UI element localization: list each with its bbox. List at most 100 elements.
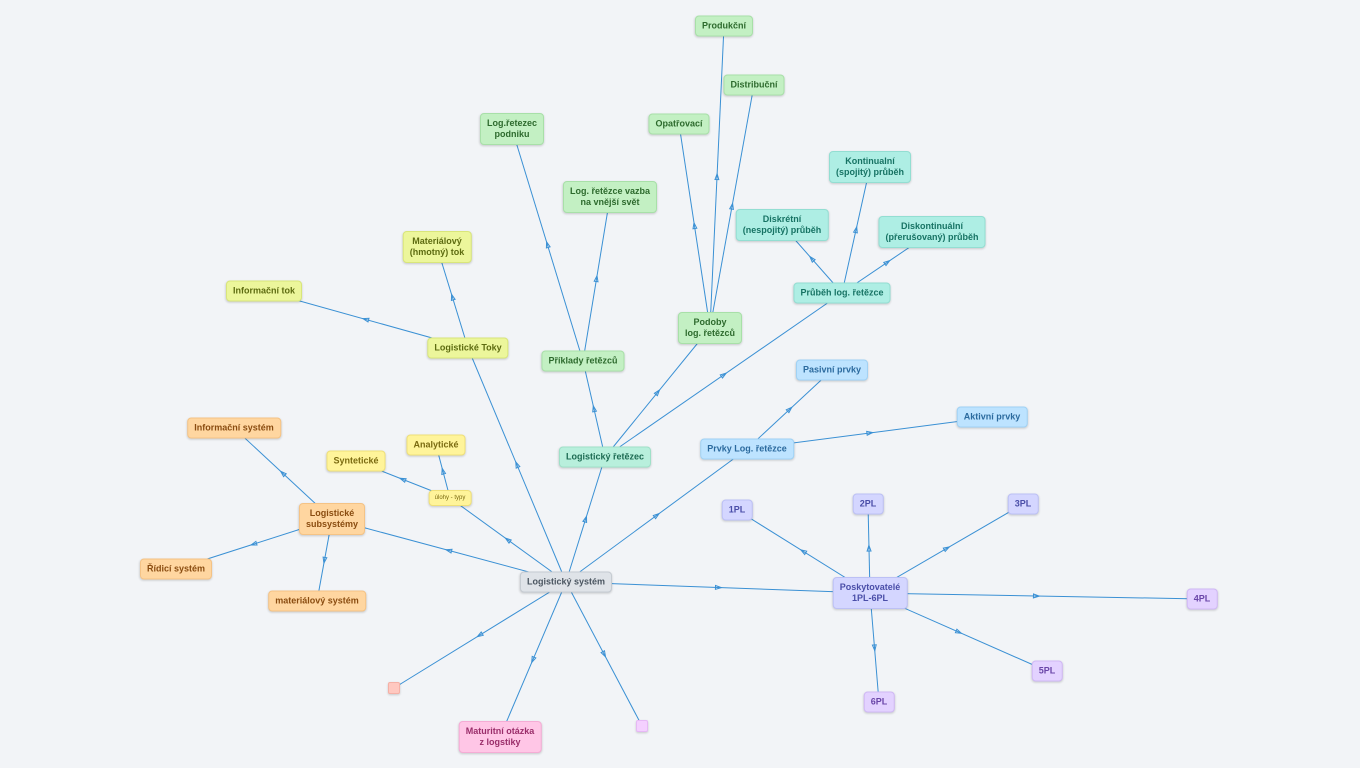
connector-root-blank2 [565, 581, 643, 727]
node-analyticke[interactable]: Analytické [406, 434, 466, 456]
node-label: Log. řetězce vazba [569, 186, 651, 196]
arrow-icon [441, 466, 447, 476]
connector-lr-podoby [604, 327, 711, 458]
node-label: Informační systém [194, 422, 274, 433]
node-toky[interactable]: Logistické Toky [427, 337, 509, 359]
arrow-icon [852, 225, 858, 234]
node-label: Syntetické [333, 455, 379, 466]
node-label: (přerušovaný) průběh [885, 232, 979, 242]
connector-prvky-pasivni [746, 369, 833, 450]
node-p3[interactable]: 3PL [1007, 493, 1039, 515]
arrow-icon [714, 172, 720, 181]
arrow-icon [866, 430, 875, 436]
node-label: (hmotný) tok [409, 247, 465, 257]
arrow-icon [714, 584, 723, 590]
arrow-icon [322, 556, 328, 565]
node-label: Maturitní otázka [465, 726, 535, 736]
node-label: subsystémy [305, 519, 359, 529]
arrow-icon [600, 650, 607, 659]
node-label: Logistické [309, 508, 355, 518]
node-p1[interactable]: 1PL [721, 499, 753, 521]
node-label: úlohy - typy [434, 495, 466, 501]
node-label: Logistický řetězec [565, 451, 645, 462]
node-mattok[interactable]: Materiálový(hmotný) tok [402, 231, 472, 263]
connector-root-lr [565, 456, 606, 583]
node-label: Informační tok [232, 285, 296, 296]
empty-node[interactable] [636, 720, 648, 732]
node-label: Diskontinuální [900, 221, 964, 231]
node-opatrovaci[interactable]: Opatřovací [648, 113, 710, 135]
node-kontinualni[interactable]: Kontinualní(spojitý) průběh [829, 151, 911, 183]
node-infotok[interactable]: Informační tok [225, 280, 303, 302]
node-priklady[interactable]: Příklady řetězců [541, 350, 625, 372]
connector-posk-p4 [869, 592, 1203, 600]
arrow-icon [954, 628, 963, 634]
node-label: Produkční [701, 20, 747, 31]
arrow-icon [279, 470, 288, 478]
connector-lr-priklady [582, 360, 606, 458]
node-label: Pasivní prvky [802, 364, 862, 375]
connector-root-blank1 [393, 581, 567, 689]
connector-root-posk [565, 581, 871, 594]
arrow-icon [1032, 593, 1041, 599]
arrow-icon [531, 655, 537, 664]
node-pasivni[interactable]: Pasivní prvky [795, 359, 869, 381]
arrow-icon [942, 546, 951, 553]
node-infosys[interactable]: Informační systém [187, 417, 281, 439]
arrow-icon [719, 372, 728, 379]
node-label: Log.řetezec [486, 118, 538, 128]
node-prubeh[interactable]: Průběh log. řetězce [793, 282, 891, 304]
node-prvky[interactable]: Prvky Log. řetězce [700, 438, 794, 460]
node-lr[interactable]: Logistický řetězec [558, 446, 652, 468]
node-root[interactable]: Logistický systém [519, 571, 613, 593]
node-label: podniku [494, 129, 530, 139]
arrow-icon [808, 255, 816, 264]
node-label: Poskytovatelé [839, 582, 901, 592]
node-aktivni[interactable]: Aktivní prvky [956, 406, 1028, 428]
connector-podoby-produkcni [709, 25, 725, 329]
node-p2[interactable]: 2PL [852, 493, 884, 515]
node-p6[interactable]: 6PL [863, 691, 895, 713]
node-label: 5PL [1038, 665, 1056, 676]
arrow-icon [515, 460, 521, 469]
node-matsys[interactable]: materiálový systém [268, 590, 366, 612]
connector-podoby-distribucni [709, 84, 755, 329]
node-label: Aktivní prvky [963, 411, 1021, 422]
arrow-icon [592, 404, 598, 413]
connector-posk-p6 [869, 592, 880, 703]
empty-node[interactable] [388, 682, 400, 694]
connector-root-toky [467, 347, 567, 583]
node-ridici[interactable]: Řídicí systém [139, 558, 213, 580]
node-label: 6PL [870, 696, 888, 707]
node-diskretni[interactable]: Diskrétní(nespojitý) průběh [735, 209, 829, 241]
node-p5[interactable]: 5PL [1031, 660, 1063, 682]
node-label: 1PL-6PL [851, 593, 888, 603]
arrow-icon [882, 259, 891, 267]
connector-root-maturitni [499, 581, 567, 738]
arrow-icon [444, 548, 453, 554]
arrow-icon [582, 514, 588, 524]
node-label: Řídicí systém [146, 563, 206, 574]
node-distribucni[interactable]: Distribuční [723, 74, 785, 96]
arrow-icon [866, 543, 872, 552]
node-label: (nespojitý) průběh [742, 225, 822, 235]
node-p4[interactable]: 4PL [1186, 588, 1218, 610]
node-label: na vnější svět [580, 197, 640, 207]
node-produkcni[interactable]: Produkční [694, 15, 754, 37]
arrow-icon [652, 512, 661, 520]
node-ulohy[interactable]: úlohy - typy [428, 490, 472, 506]
node-diskontinualni[interactable]: Diskontinuální(přerušovaný) průběh [878, 216, 986, 248]
node-label: Příklady řetězců [548, 355, 618, 366]
arrow-icon [361, 317, 370, 323]
node-label: Podoby [693, 317, 727, 327]
node-label: 3PL [1014, 498, 1032, 509]
connector-podoby-opatrovaci [678, 123, 711, 329]
node-synteticke[interactable]: Syntetické [326, 450, 386, 472]
